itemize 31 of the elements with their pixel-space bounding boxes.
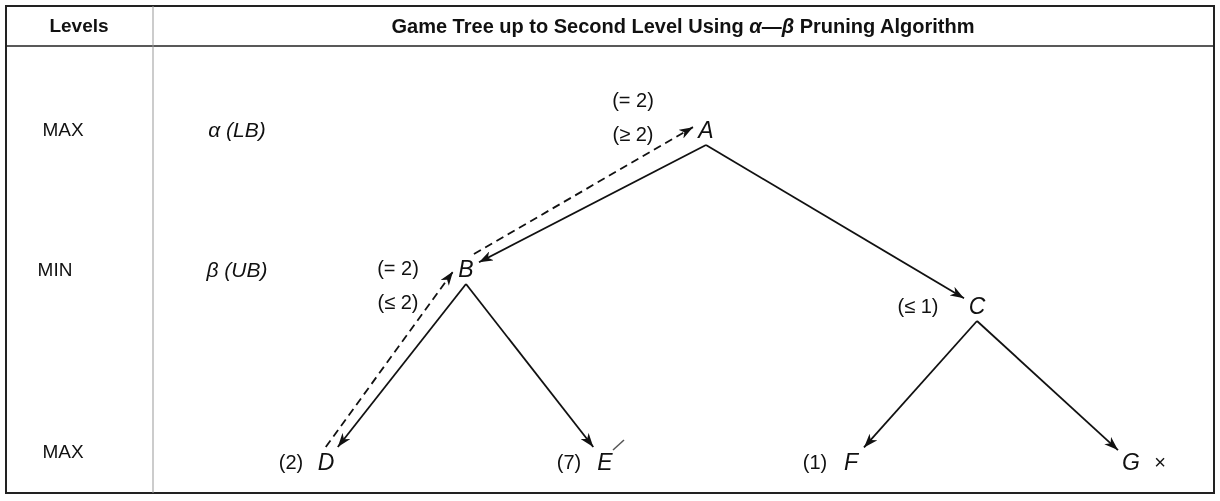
tree-node-label: C xyxy=(964,291,990,321)
node-value: (= 2) xyxy=(612,88,654,112)
tree-node-label: E xyxy=(592,447,618,477)
node-value: (2) xyxy=(278,450,304,474)
tree-node-label: A xyxy=(693,115,719,145)
node-value: (= 2) xyxy=(377,256,419,280)
node-value: (≥ 2) xyxy=(612,122,654,146)
level-label: MAX xyxy=(42,119,84,141)
node-value: (7) xyxy=(556,450,582,474)
bound-label: α (LB) xyxy=(208,118,266,142)
tree-node-label: B xyxy=(453,254,479,284)
level-label: MIN xyxy=(37,259,73,281)
level-label: MAX xyxy=(42,441,84,463)
arrow xyxy=(465,283,595,448)
node-value: (≤ 1) xyxy=(897,294,939,318)
arrow xyxy=(976,320,1119,451)
node-value: × xyxy=(1154,450,1166,474)
tree-node-label: G xyxy=(1118,447,1144,477)
column-heading: Levels xyxy=(49,15,109,37)
arrow xyxy=(705,144,965,300)
tree-node-label: F xyxy=(838,447,864,477)
arrow xyxy=(324,270,454,448)
bound-label: β (UB) xyxy=(206,258,268,282)
arrow xyxy=(478,144,707,264)
node-value: (≤ 2) xyxy=(377,290,419,314)
table-heading: Game Tree up to Second Level Using α—β Pruning Algorithm xyxy=(391,14,975,38)
tree-node-label: D xyxy=(313,447,339,477)
arrow xyxy=(863,320,978,449)
arrow xyxy=(473,126,694,255)
arrow xyxy=(336,283,467,448)
node-value: (1) xyxy=(802,450,828,474)
